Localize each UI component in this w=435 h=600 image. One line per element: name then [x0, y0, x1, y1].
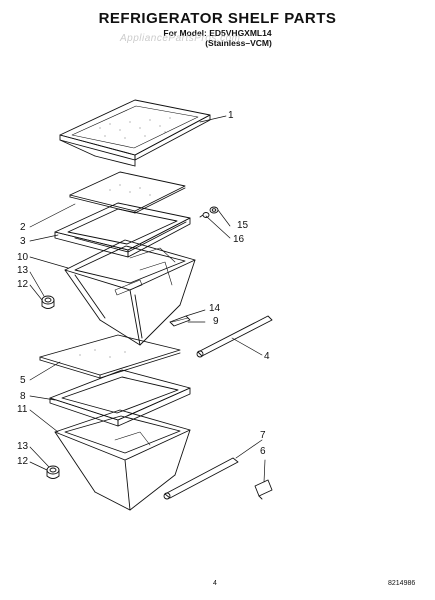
- callout-label-11: 11: [17, 404, 28, 415]
- watermark-text: AppliancePartsPros.com: [120, 33, 241, 44]
- part-2-glass-insert: [69, 171, 186, 214]
- callout-label-7: 7: [260, 430, 266, 441]
- callout-label-15: 15: [237, 220, 249, 231]
- part-6-rail-end-cap: [254, 479, 273, 500]
- callout-label-16: 16: [233, 234, 245, 245]
- callout-label-2: 2: [20, 222, 26, 233]
- part-8-lower-cover-frame: [49, 369, 191, 427]
- part-14-9-slide-bracket: [169, 315, 191, 327]
- callout-label-12-lower: 12: [17, 456, 29, 467]
- part-12-13-upper-humidity-control: [41, 295, 55, 309]
- callout-label-13-upper: 13: [17, 265, 29, 276]
- callout-label-1: 1: [228, 110, 234, 121]
- part-7-lower-slide-rail: [163, 457, 239, 500]
- callout-label-4: 4: [264, 351, 270, 362]
- model-variant: (Stainless–VCM): [205, 38, 272, 48]
- callout-leader-lines: [29, 115, 266, 483]
- callout-label-6: 6: [260, 446, 266, 457]
- callout-label-8: 8: [20, 391, 26, 402]
- diagram-code: 8214986: [388, 580, 416, 587]
- page-title: REFRIGERATOR SHELF PARTS: [98, 10, 337, 27]
- part-10-upper-crisper-drawer: [64, 239, 196, 346]
- callout-label-14: 14: [209, 303, 221, 314]
- callout-label-12-upper: 12: [17, 279, 29, 290]
- part-1-top-shelf: [59, 99, 211, 167]
- callout-label-5: 5: [20, 375, 26, 386]
- callout-label-13-lower: 13: [17, 441, 29, 452]
- part-11-lower-crisper-drawer: [54, 409, 191, 511]
- callout-label-9: 9: [213, 316, 219, 327]
- page-number: 4: [213, 580, 217, 587]
- model-info: For Model: ED5VHGXML14 (Stainless–VCM): [0, 28, 435, 48]
- part-5-lower-glass-insert: [39, 334, 181, 379]
- part-15-16-fasteners: [199, 206, 219, 218]
- callout-label-3: 3: [20, 236, 26, 247]
- model-number: For Model: ED5VHGXML14: [163, 28, 272, 38]
- part-12-13-lower-humidity-control: [46, 465, 60, 479]
- part-4-slide-rail: [196, 315, 273, 358]
- part-3-cover-frame: [54, 202, 191, 258]
- callout-label-10: 10: [17, 252, 29, 263]
